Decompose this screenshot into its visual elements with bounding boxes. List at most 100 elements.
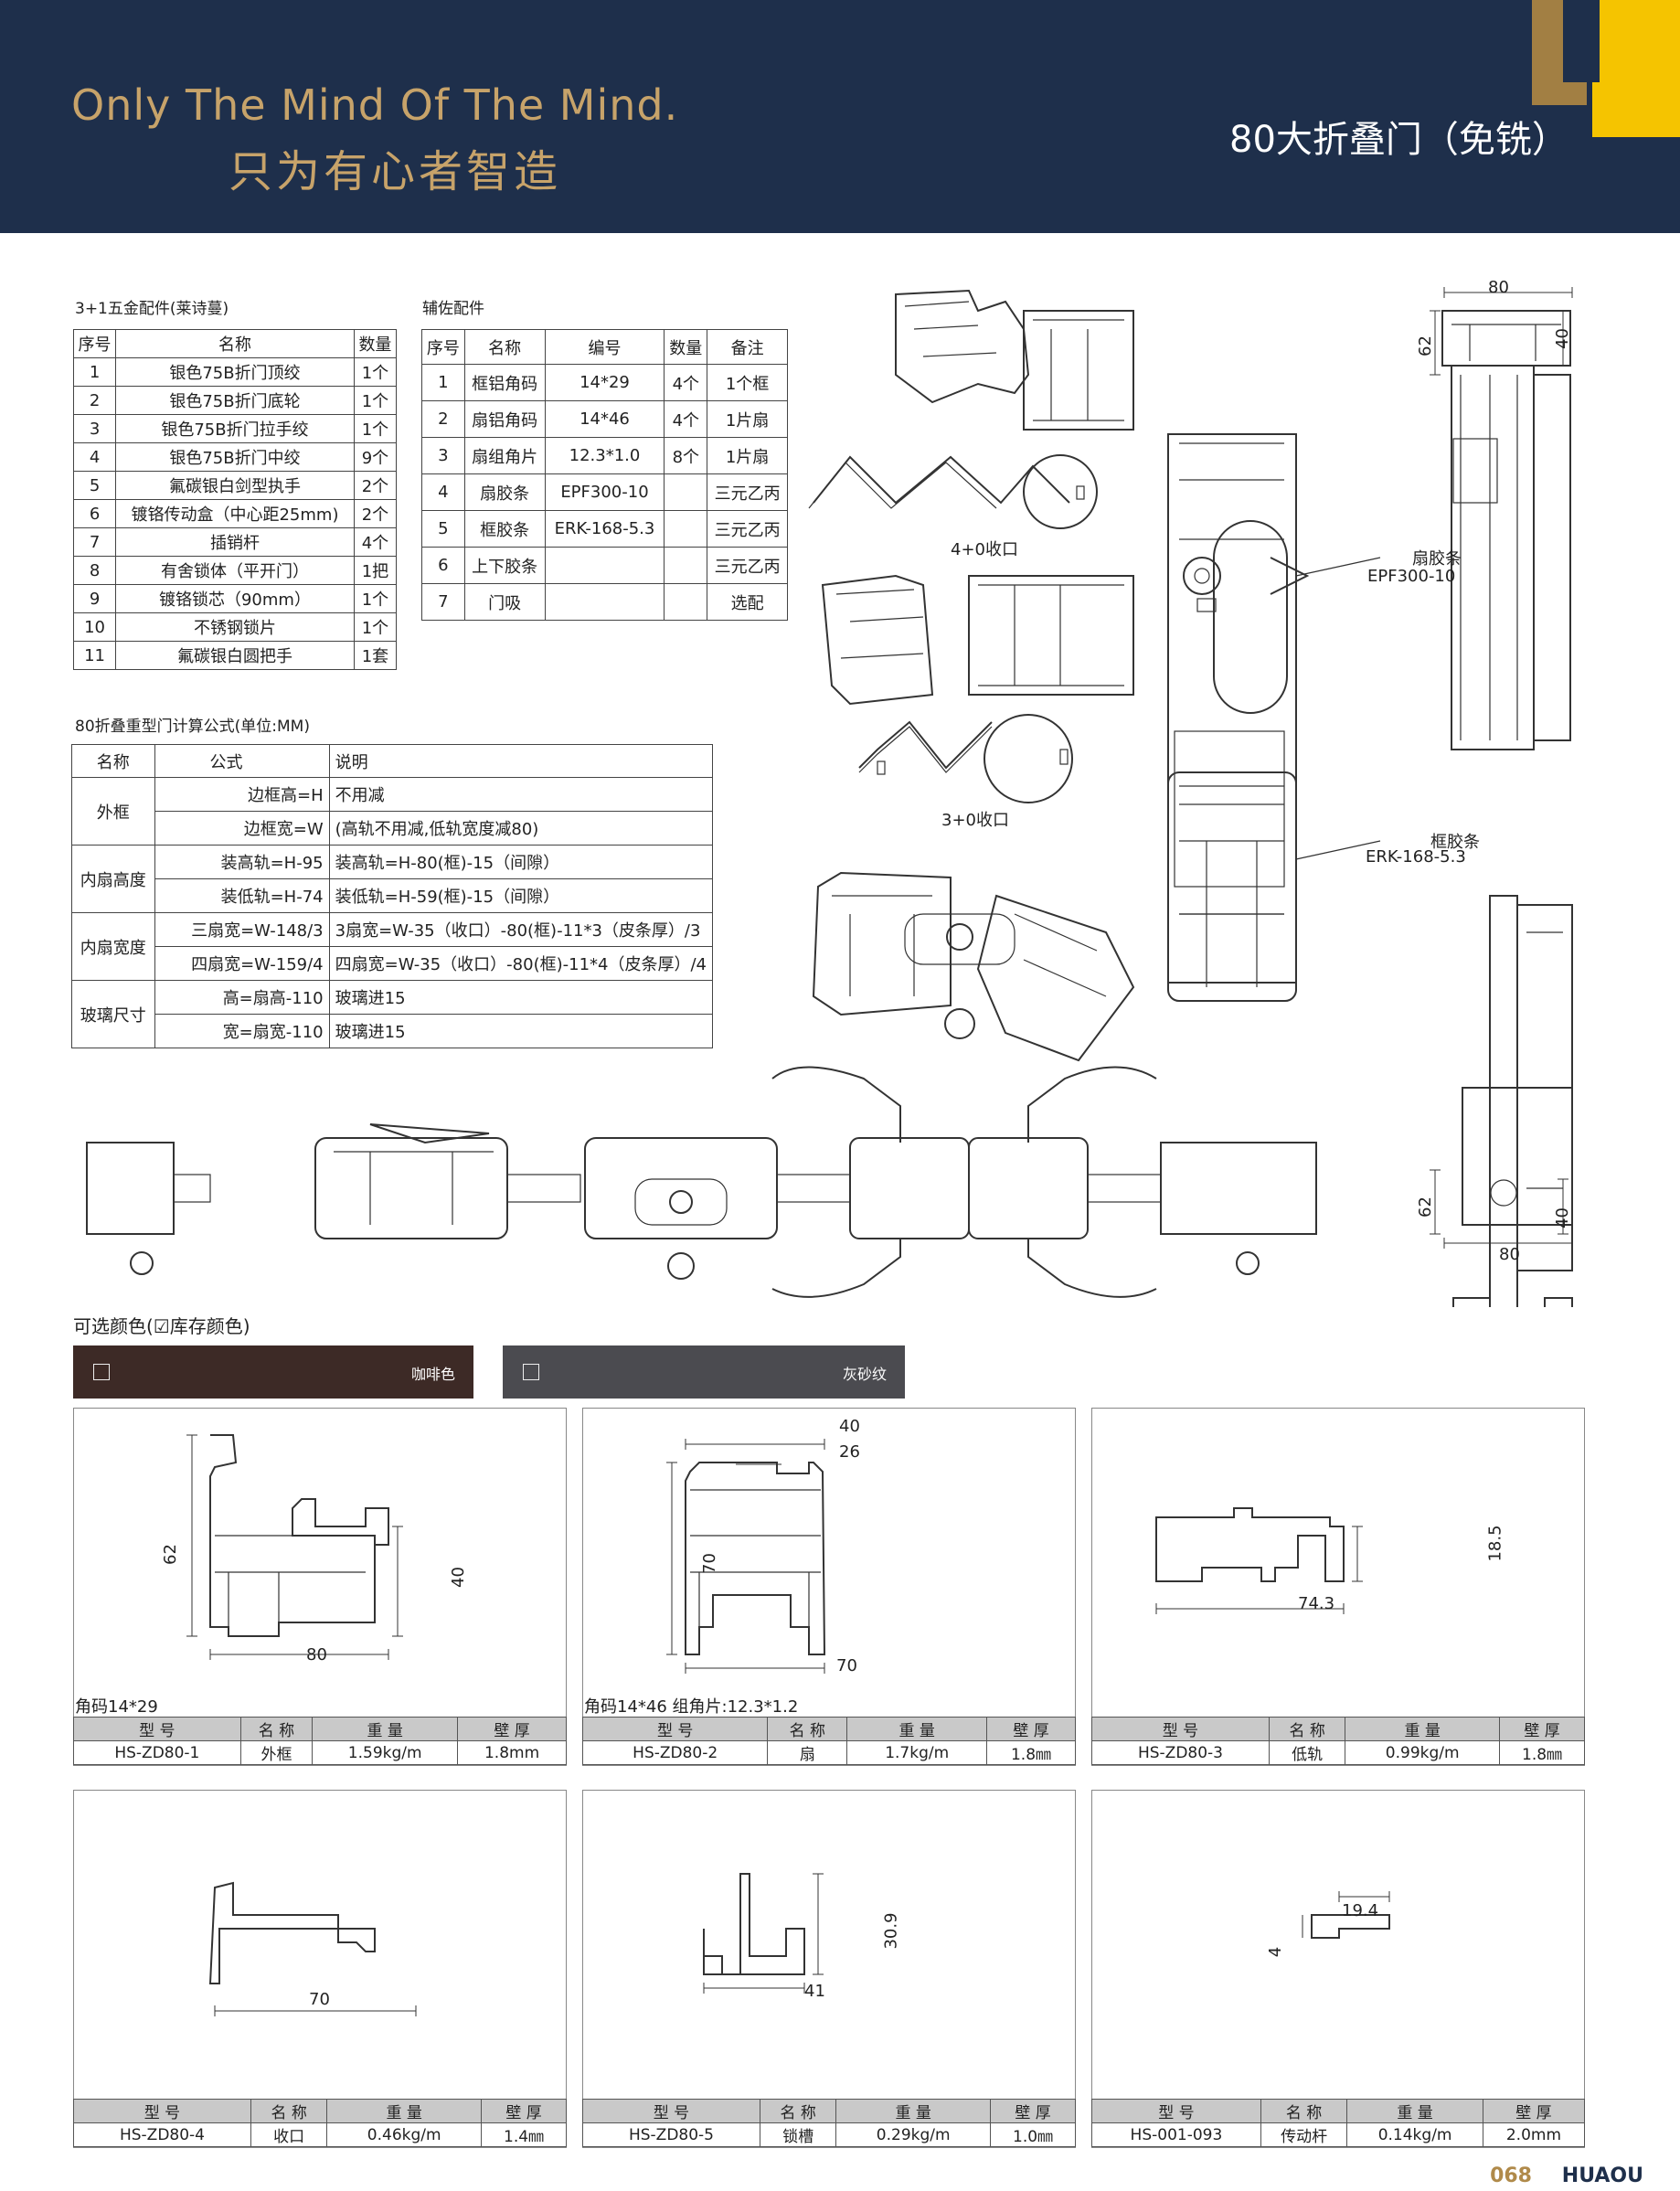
p5-dim-30-9: 30.9 [881,1912,901,1950]
color-swatch-grey-sand[interactable]: 灰砂纹 [503,1345,905,1399]
aux-no: 6 [421,547,465,584]
profile-weight: 0.29kg/m [835,2122,992,2147]
assembly-section-drawing [86,1066,1317,1298]
aux-no: 7 [421,583,465,621]
profile-col-header: 名 称 [767,1717,848,1741]
profile-panel [73,1790,567,2148]
profile-weight: 1.7kg/m [846,1740,988,1765]
hardware-name: 银色75B折门底轮 [115,386,355,415]
formula-title: 80折叠重型门计算公式(单位:MM) [75,718,310,736]
aux-qty [664,473,708,511]
hardware-qty: 1把 [353,556,398,585]
formula-group-name: 内扇宽度 [71,912,155,981]
aux-no: 1 [421,364,465,401]
profile-col-header: 重 量 [1346,2099,1483,2123]
aux-col-name: 名称 [463,329,546,365]
sash-strip-name: 扇胶条 [1412,549,1462,569]
hardware-qty: 1个 [353,612,398,642]
p1-dim-40: 40 [448,1567,468,1588]
profile-col-header: 壁 厚 [986,1717,1076,1741]
aux-col-qty: 数量 [664,329,708,365]
formula-expression: 高=扇高-110 [154,980,330,1015]
aux-code: EPF300-10 [544,473,665,511]
close-4-label: 4+0收口 [951,540,1018,559]
section-drawings [808,287,1573,1307]
hardware-col-name: 名称 [115,329,355,358]
navy-decoration [1563,0,1600,82]
profile-thickness: 1.0㎜ [990,2122,1076,2147]
profile-col-header: 型 号 [73,1717,241,1741]
profile-thickness: 1.8㎜ [986,1740,1076,1765]
formula-expression: 边框宽=W [154,811,330,846]
profile-panel [1091,1408,1585,1766]
aux-code [544,547,665,584]
aux-no: 3 [421,437,465,474]
p3-dim-18-5: 18.5 [1485,1525,1505,1562]
aux-qty [664,510,708,548]
page-title: 80大折叠门（免铣） [1229,119,1568,161]
hardware-no: 11 [72,641,117,670]
profile-model: HS-ZD80-2 [581,1740,769,1765]
aux-no: 4 [421,473,465,511]
profile-thickness: 2.0mm [1482,2122,1586,2147]
hardware-name: 氟碳银白剑型执手 [115,471,355,500]
aux-col-code: 编号 [544,329,665,365]
profile-model: HS-ZD80-5 [582,2122,760,2147]
aux-code: ERK-168-5.3 [544,510,665,548]
dim-40-top: 40 [1552,328,1572,349]
aux-qty [664,547,708,584]
dim-80-bottom: 80 [1499,1245,1520,1264]
aux-name: 扇铝角码 [463,400,546,438]
profile-col-header: 名 称 [239,1717,314,1741]
profile-col-header: 名 称 [759,2099,837,2123]
profile-panel [582,1790,1076,2148]
p2-dim-26: 26 [839,1442,860,1462]
right-top-section [1430,287,1573,750]
color-swatch-coffee[interactable]: 咖啡色 [73,1345,473,1399]
hardware-qty: 2个 [353,471,398,500]
profile-panel [582,1408,1076,1766]
right-bottom-section [1430,895,1573,1307]
aux-note: 1个框 [707,364,788,401]
brand-logo: HUAOU [1561,2164,1643,2187]
profile-weight: 0.99kg/m [1345,1740,1501,1765]
page-number: 068 [1490,2164,1532,2187]
hardware-no: 8 [72,556,117,585]
hardware-no: 9 [72,584,117,613]
profile-drawings [186,1434,1390,2016]
formula-expression: 三扇宽=W-148/3 [154,912,330,947]
profile-weight: 1.59kg/m [312,1740,459,1765]
middle-hinge-drawing [1167,433,1310,984]
formula-col-desc: 说明 [328,744,714,778]
formula-expression: 装低轨=H-74 [154,878,330,913]
slogan-chinese: 只为有心者智造 [229,146,562,197]
hardware-no: 2 [72,386,117,415]
aux-name: 门吸 [463,583,546,621]
aux-qty: 4个 [664,364,708,401]
aux-code: 14*46 [544,400,665,438]
hardware-name: 镀铬锁芯（90mm） [115,584,355,613]
formula-group-name: 玻璃尺寸 [71,980,155,1048]
p4-dim-70: 70 [309,1990,330,2009]
formula-expression: 装高轨=H-95 [154,845,330,879]
slogan-english: Only The Mind Of The Mind. [71,80,679,130]
color-name: 咖啡色 [410,1366,455,1383]
aux-qty [664,583,708,621]
profile-col-header: 壁 厚 [481,2099,567,2123]
hardware-qty: 1套 [353,641,398,670]
formula-row: 边框宽=W(高轨不用减,低轨宽度减80) [72,811,714,846]
profile-col-header: 重 量 [1345,1717,1501,1741]
profile-col-header: 型 号 [73,2099,251,2123]
hardware-no: 10 [72,612,117,642]
frame-strip-drawing [1167,557,1381,1002]
p3-dim-74-3: 74.3 [1298,1594,1335,1613]
header-banner [0,0,1680,233]
